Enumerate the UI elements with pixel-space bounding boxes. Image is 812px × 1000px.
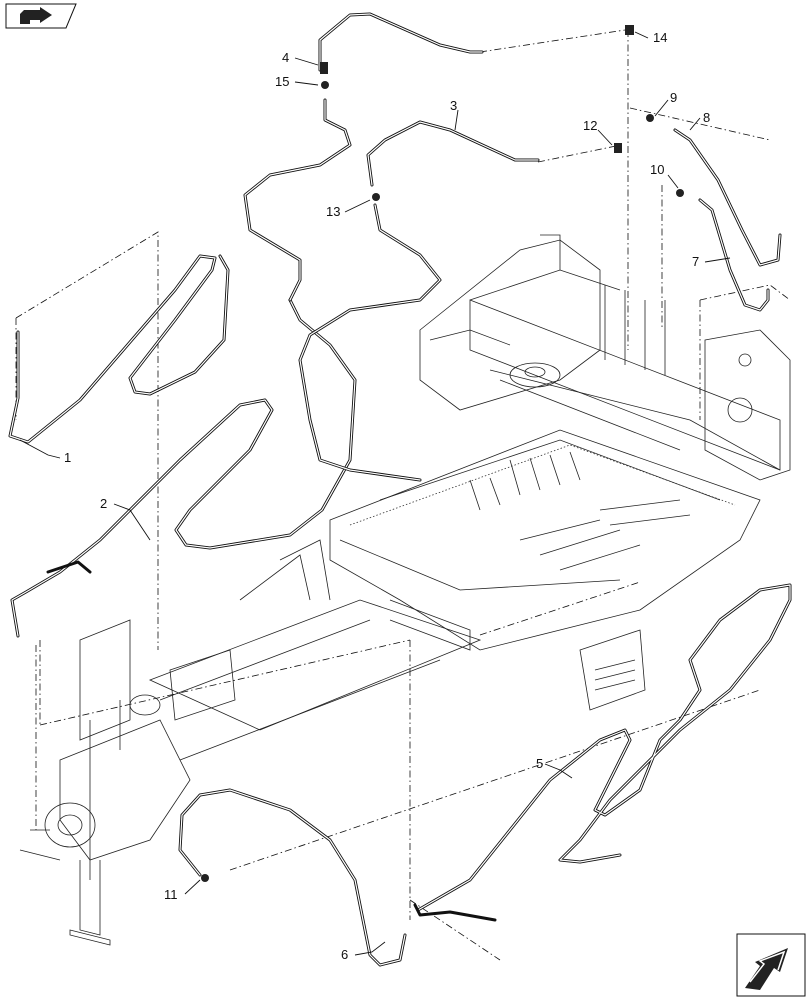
callout-10: 10 [650, 162, 664, 177]
callout-7: 7 [692, 254, 699, 269]
callouts: 1 2 3 4 5 6 7 8 9 10 11 12 13 14 15 [64, 30, 710, 962]
callout-2: 2 [100, 496, 107, 511]
callout-13: 13 [326, 204, 340, 219]
machine-frame [19, 234, 791, 946]
hose-4 [243, 12, 484, 302]
alignment-lines [15, 29, 791, 961]
callout-5: 5 [536, 756, 543, 771]
hose-3 [298, 120, 540, 482]
fitting-14 [625, 25, 634, 35]
direction-arrow-icon[interactable] [736, 933, 806, 997]
callout-1: 1 [64, 450, 71, 465]
fitting-9 [646, 114, 654, 122]
fitting-10 [676, 189, 684, 197]
callout-4: 4 [282, 50, 289, 65]
leader-lines [19, 31, 731, 956]
callout-14: 14 [653, 30, 667, 45]
hose-5 [413, 583, 792, 922]
hose-1 [8, 254, 230, 444]
callout-15: 15 [275, 74, 289, 89]
fitting-11 [201, 874, 209, 882]
fitting-15 [321, 81, 329, 89]
hose-7 [698, 198, 770, 312]
callout-8: 8 [703, 110, 710, 125]
callout-11: 11 [164, 887, 178, 902]
callout-3: 3 [450, 98, 457, 113]
callout-6: 6 [341, 947, 348, 962]
fitting-12 [614, 143, 622, 153]
deck-slots [469, 451, 691, 571]
hose-2 [10, 298, 357, 638]
callout-12: 12 [583, 118, 597, 133]
fitting-13 [372, 193, 380, 201]
book-arrow-icon[interactable] [5, 3, 77, 29]
hose-6 [178, 788, 407, 967]
callout-9: 9 [670, 90, 677, 105]
fittings [201, 25, 684, 882]
hose-8 [673, 128, 782, 267]
fitting-4 [320, 62, 328, 74]
